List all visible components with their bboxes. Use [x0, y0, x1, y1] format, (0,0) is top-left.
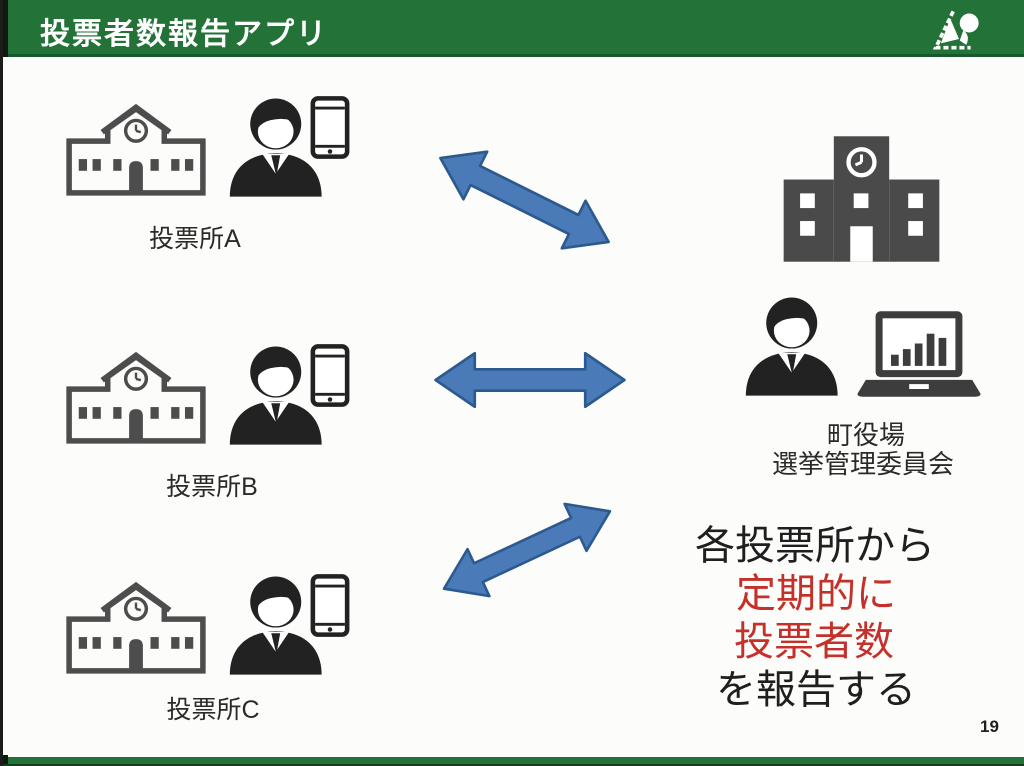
smartphone-icon	[310, 344, 350, 407]
laptop-chart-icon	[856, 308, 982, 400]
smartphone-icon	[310, 96, 350, 159]
building-solid-icon	[775, 131, 948, 267]
double-arrow-icon	[432, 348, 628, 412]
double-arrow-bottom	[427, 481, 626, 619]
building-outline-icon	[63, 97, 209, 197]
footer-edge-strip	[0, 755, 8, 764]
annotation-line-4: を報告する	[716, 668, 916, 712]
header-bar: 投票者数報告アプリ	[0, 0, 1024, 57]
page-number: 19	[980, 717, 999, 736]
page-title: 投票者数報告アプリ	[40, 18, 328, 51]
double-arrow-top	[423, 128, 626, 272]
footer-bar	[0, 755, 1024, 766]
annotation-line-1: 各投票所から	[695, 524, 935, 568]
station-b-label: 投票所B	[166, 473, 258, 501]
double-arrow-icon	[423, 128, 626, 272]
building-outline-icon	[63, 575, 209, 675]
office-department-label: 選挙管理委員会	[771, 449, 955, 479]
double-arrow-icon	[427, 481, 626, 619]
smartphone-icon	[310, 574, 350, 637]
station-a-label: 投票所A	[149, 225, 241, 253]
person-icon	[742, 292, 844, 398]
town-emblem-icon	[928, 7, 990, 55]
station-c-label: 投票所C	[166, 696, 260, 724]
screen-left-edge	[0, 0, 3, 766]
annotation-line-2: 定期的に	[736, 572, 896, 616]
double-arrow-middle	[432, 348, 628, 412]
office-name-label: 町役場	[826, 420, 906, 450]
annotation-line-3: 投票者数	[734, 620, 894, 664]
header-edge-strip	[0, 0, 8, 57]
building-outline-icon	[63, 345, 209, 445]
